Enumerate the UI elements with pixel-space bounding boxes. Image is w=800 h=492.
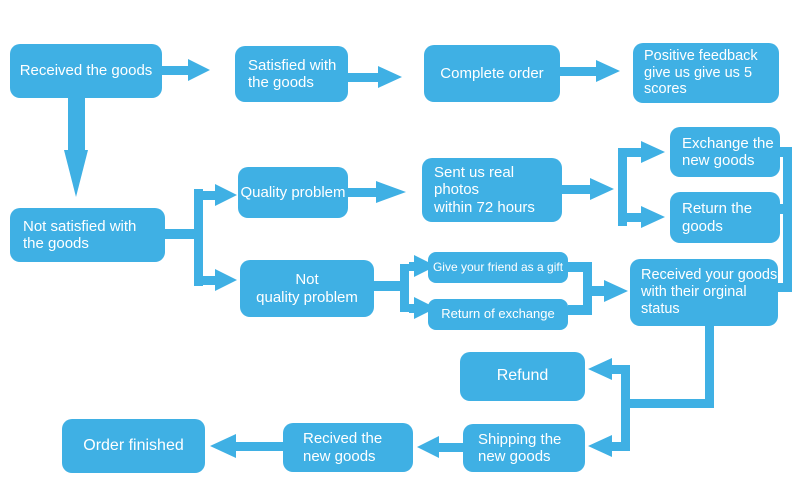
connector-notquality-vertical <box>400 264 409 312</box>
arrow-to-returngoods-shaft <box>627 213 641 222</box>
arrow-to-receivedoriginal-shaft <box>592 286 604 296</box>
connector-notquality-stub <box>374 281 402 291</box>
arrow-to-notquality-shaft <box>203 276 215 285</box>
node-order-finished: Order finished <box>62 419 205 473</box>
connector-notsatisfied-stub <box>165 229 197 239</box>
arrow-recived-to-finished-shaft <box>236 442 283 451</box>
arrow-to-exchange-head <box>641 141 665 163</box>
node-return-goods: Return the goods <box>670 192 780 243</box>
arrow-to-gift-shaft <box>409 262 415 271</box>
node-complete-order: Complete order <box>424 45 560 102</box>
arrow-to-shipping-shaft <box>612 442 630 451</box>
arrow-received-to-satisfied-head <box>188 59 210 81</box>
arrow-shipping-to-recived-head <box>417 436 439 458</box>
arrow-quality-to-photos-head <box>376 181 406 203</box>
node-received-the-goods: Received the goods <box>10 44 162 98</box>
node-recived-new-goods: Recived the new goods <box>283 423 413 472</box>
node-satisfied-with-goods: Satisfied with the goods <box>235 46 348 102</box>
arrow-complete-to-feedback-shaft <box>560 67 596 76</box>
arrow-complete-to-feedback-head <box>596 60 620 82</box>
node-exchange-new-goods: Exchange the new goods <box>670 127 780 177</box>
arrow-to-returnexchange-shaft <box>409 304 415 313</box>
arrow-to-shipping-head <box>588 435 612 457</box>
node-not-satisfied: Not satisfied with the goods <box>10 208 165 262</box>
arrow-satisfied-to-complete-head <box>378 66 402 88</box>
node-positive-feedback: Positive feedback give us give us 5 scor… <box>633 43 779 103</box>
connector-branch-vertical <box>194 189 203 286</box>
arrow-to-exchange-shaft <box>627 148 641 157</box>
arrow-received-to-notsatisfied-head <box>64 150 88 197</box>
connector-receivedoriginal-down <box>705 325 714 408</box>
arrow-received-to-notsatisfied-shaft <box>68 98 85 150</box>
arrow-photos-to-split-shaft <box>562 185 590 194</box>
connector-photos-split-vertical <box>618 148 627 226</box>
arrow-satisfied-to-complete-shaft <box>348 73 378 82</box>
arrow-received-to-satisfied-shaft <box>162 66 190 75</box>
arrow-quality-to-photos-shaft <box>348 188 376 197</box>
node-sent-photos: Sent us real photos within 72 hours <box>422 158 562 222</box>
arrow-to-returngoods-head <box>641 206 665 228</box>
node-refund: Refund <box>460 352 585 401</box>
connector-down-horizontal <box>625 399 714 408</box>
node-give-friend-gift: Give your friend as a gift <box>428 252 568 283</box>
arrow-to-refund-shaft <box>612 365 630 374</box>
arrow-recived-to-finished-head <box>210 434 236 458</box>
connector-returnexchange-stub <box>568 305 585 315</box>
node-not-quality-problem: Not quality problem <box>240 260 374 317</box>
arrow-to-notquality-head <box>215 269 237 291</box>
connector-gift-stub <box>568 262 585 272</box>
arrow-photos-to-split-head <box>590 178 614 200</box>
node-shipping-new-goods: Shipping the new goods <box>463 424 585 472</box>
arrow-to-refund-head <box>588 358 612 380</box>
node-received-original-status: Received your goods with their orginal s… <box>630 259 778 326</box>
connector-into-received-original <box>778 283 788 292</box>
connector-merge-vertical <box>583 262 592 315</box>
arrow-to-receivedoriginal-head <box>604 280 628 302</box>
arrow-to-quality-head <box>215 184 237 206</box>
node-return-of-exchange: Return of exchange <box>428 299 568 330</box>
arrow-shipping-to-recived-shaft <box>439 443 463 452</box>
connector-right-vertical <box>783 147 792 292</box>
connector-refund-shipping-vertical <box>621 365 630 451</box>
node-quality-problem: Quality problem <box>238 167 348 218</box>
arrow-to-quality-shaft <box>203 191 215 200</box>
